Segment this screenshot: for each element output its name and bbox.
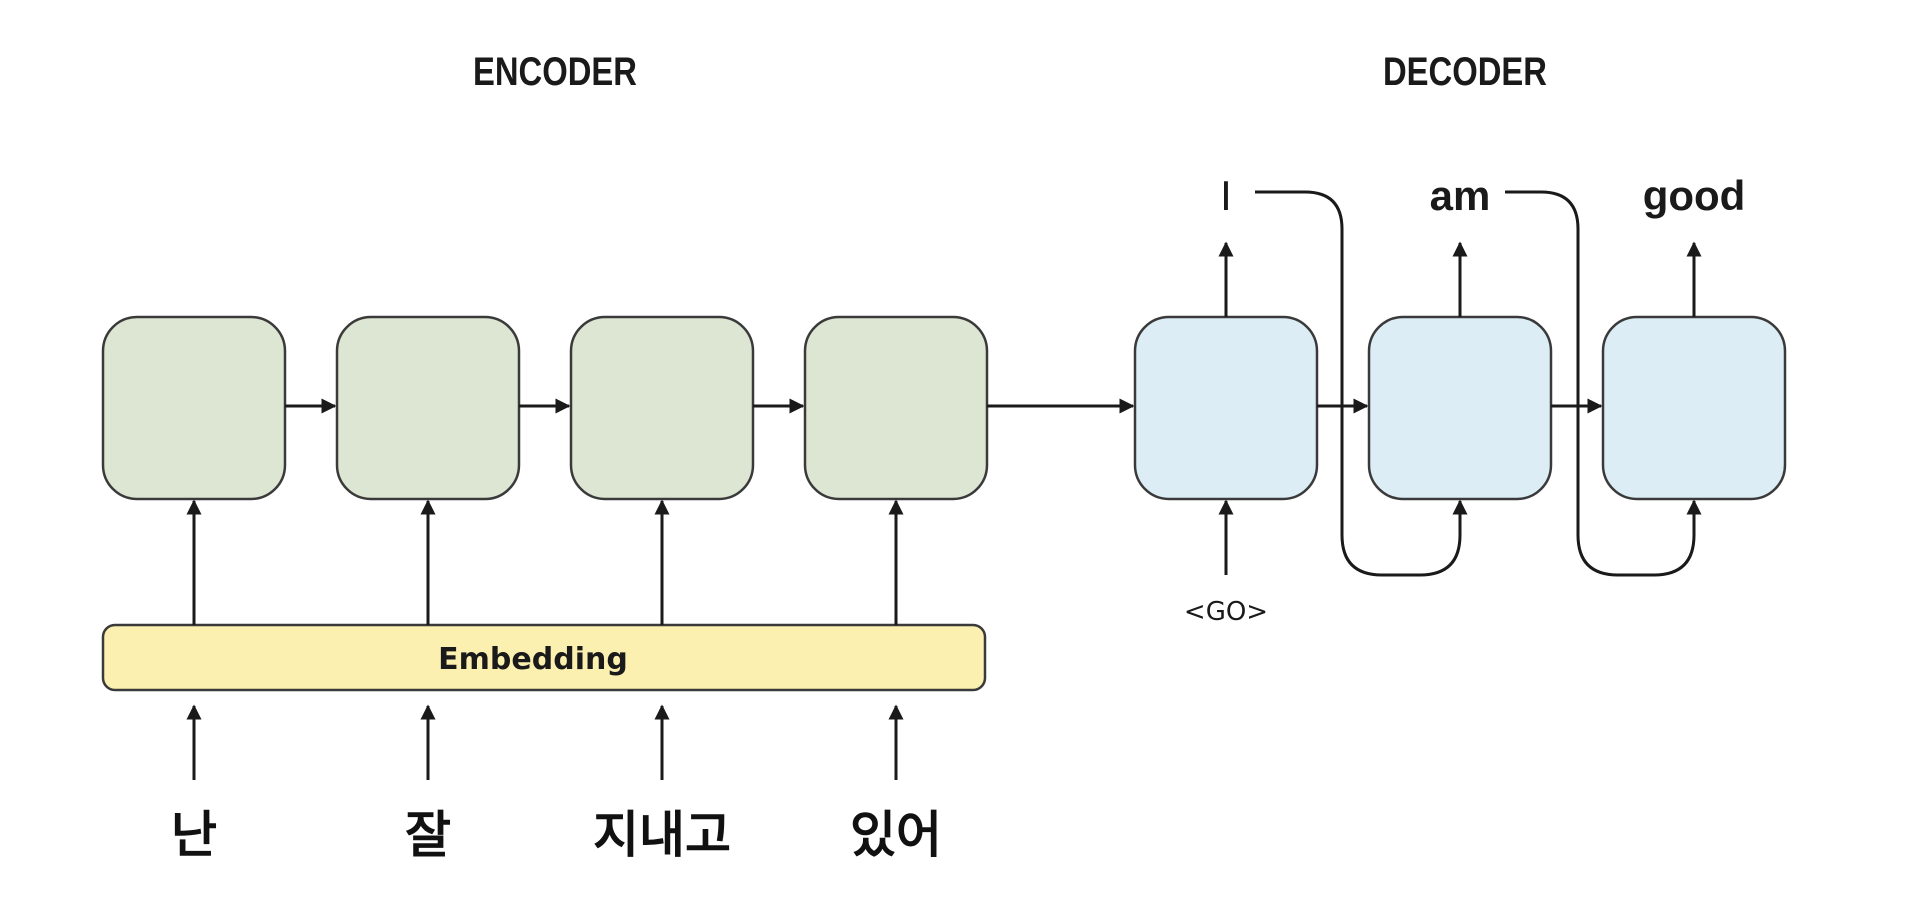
decoder-cell-1 — [1133, 315, 1319, 501]
feedback-loop-2 — [1505, 190, 1702, 577]
encoder-cell-4 — [803, 315, 989, 501]
decoder-title: DECODER — [1383, 49, 1547, 94]
decoder-cell-3 — [1601, 315, 1787, 501]
output-word-1: I — [1220, 172, 1232, 219]
encoder-cell-3 — [569, 315, 755, 501]
go-token-label: <GO> — [1184, 597, 1268, 627]
embedding-label: Embedding — [438, 642, 628, 677]
output-word-2: am — [1430, 172, 1491, 219]
decoder-cell-2 — [1367, 315, 1553, 501]
encoder-cell-2 — [335, 315, 521, 501]
input-word-2: 잘 — [405, 806, 451, 864]
output-word-3: good — [1643, 172, 1746, 219]
input-word-3: 지내고 — [593, 806, 731, 864]
encoder-cell-1 — [101, 315, 287, 501]
input-word-4: 있어 — [850, 806, 942, 864]
encoder-title: ENCODER — [473, 49, 637, 94]
input-word-1: 난 — [171, 806, 217, 864]
embedding-bar — [101, 623, 987, 692]
feedback-loop-1 — [1255, 190, 1468, 577]
